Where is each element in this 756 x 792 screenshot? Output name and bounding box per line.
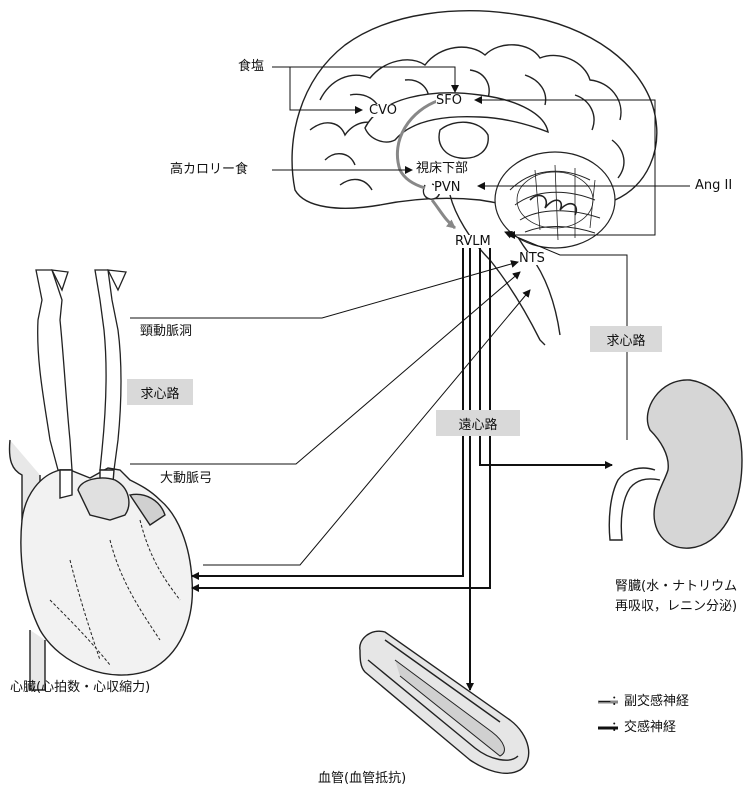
label-sfo: SFO — [436, 94, 462, 107]
blood-vessel — [360, 631, 529, 773]
box-efferent: 遠心路 — [436, 410, 520, 436]
legend-sympathetic: —：交感神経 — [598, 721, 676, 734]
label-cvo: CVO — [369, 104, 397, 117]
label-nts: NTS — [519, 252, 545, 265]
box-afferent-right: 求心路 — [590, 326, 662, 352]
label-ang2: Ang II — [695, 179, 732, 192]
label-aortic-arch: 大動脈弓 — [160, 472, 212, 485]
legend-parasympathetic: —：副交感神経 — [598, 695, 689, 708]
label-carotid-sinus: 頸動脈洞 — [140, 325, 192, 338]
label-high-calorie: 高カロリー食 — [170, 163, 248, 176]
label-hypothalamus: 視床下部 — [416, 162, 468, 175]
label-kidney-line2: 再吸収，レニン分泌) — [615, 600, 737, 613]
label-rvlm: RVLM — [455, 235, 491, 248]
kidney — [609, 380, 742, 548]
label-pvn: PVN — [434, 181, 460, 194]
label-kidney-line1: 腎臓(水・ナトリウム — [615, 580, 737, 593]
efferent-pathways — [192, 245, 612, 690]
label-salt: 食塩 — [238, 60, 264, 73]
carotid-arteries — [36, 270, 126, 470]
box-afferent-left: 求心路 — [127, 379, 193, 405]
label-vessel: 血管(血管抵抗) — [318, 772, 406, 785]
cerebellum — [495, 152, 615, 248]
label-heart: 心臓(心拍数・心収縮力) — [10, 681, 150, 694]
